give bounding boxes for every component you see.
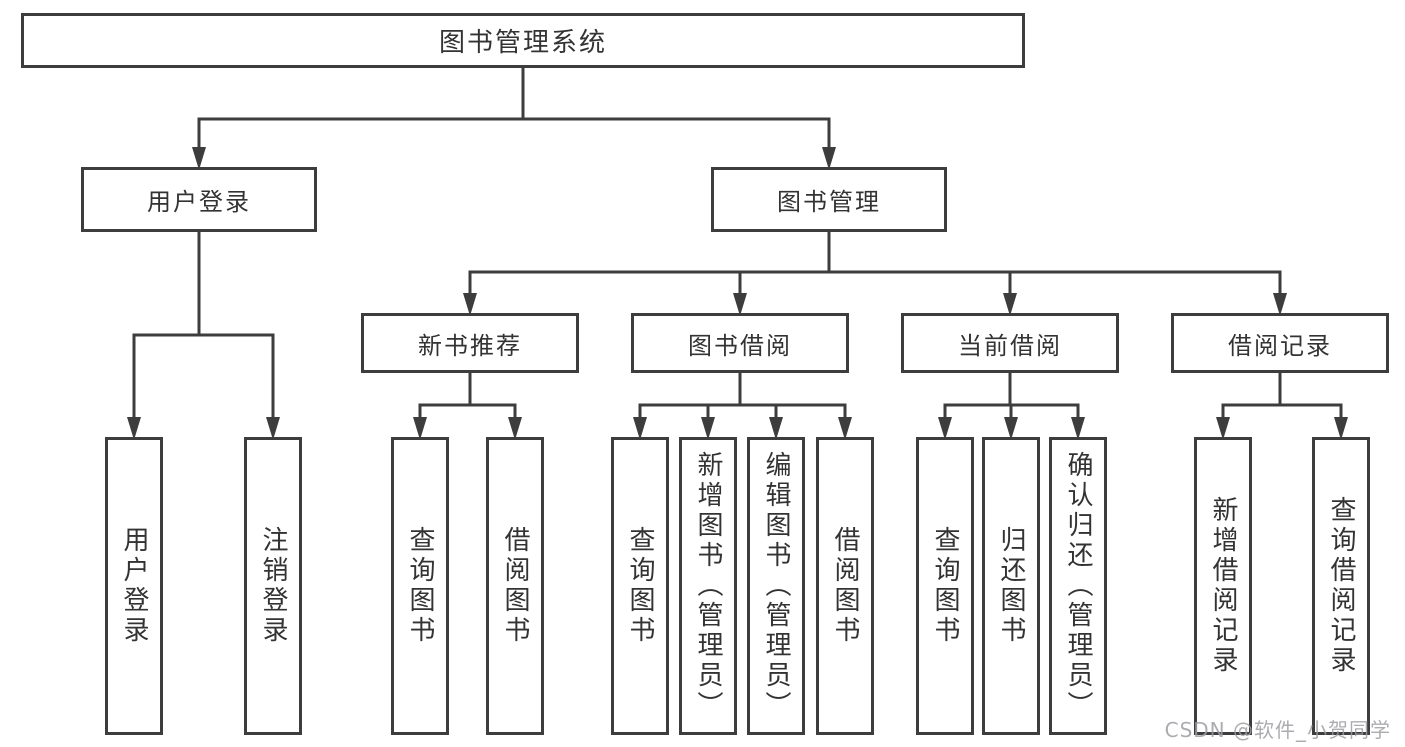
leaf-query-borrow-record-label: 查询借阅记录 (1326, 496, 1356, 676)
watermark: CSDN @软件_小贺同学 (1164, 718, 1391, 742)
leaf-query-borrow-record: 查询借阅记录 (1312, 437, 1370, 735)
leaf-edit-books-admin-label: 编辑图书（管理员） (761, 451, 791, 721)
node-borrow-records-label: 借阅记录 (1228, 331, 1332, 360)
leaf-query-books-1-label: 查询图书 (405, 526, 435, 646)
leaf-return-books-label: 归还图书 (996, 526, 1026, 646)
arrowheads (127, 147, 1348, 440)
node-new-book-rec-label: 新书推荐 (418, 331, 522, 360)
branch-root-to-level2 (197, 66, 831, 154)
node-current-borrow: 当前借阅 (901, 313, 1119, 373)
node-user-login-label: 用户登录 (147, 188, 251, 216)
leaf-return-books: 归还图书 (982, 437, 1040, 735)
node-book-mgmt-label: 图书管理 (777, 188, 881, 216)
node-borrow-records: 借阅记录 (1171, 313, 1389, 373)
branch-user-login (132, 230, 275, 422)
node-root-label: 图书管理系统 (438, 28, 607, 58)
leaf-add-books-admin: 新增图书（管理员） (679, 437, 737, 735)
leaf-query-books-3-label: 查询图书 (930, 526, 960, 646)
leaf-query-books-1: 查询图书 (391, 437, 449, 735)
leaf-user-login-label: 用户登录 (119, 526, 149, 646)
leaf-query-books-2: 查询图书 (611, 437, 669, 735)
node-book-mgmt: 图书管理 (711, 167, 947, 232)
leaf-query-books-2-label: 查询图书 (625, 526, 655, 646)
node-new-book-rec: 新书推荐 (361, 313, 579, 373)
leaf-edit-books-admin: 编辑图书（管理员） (747, 437, 805, 735)
leaf-borrow-books-1-label: 借阅图书 (500, 526, 530, 646)
leaf-add-borrow-record-label: 新增借阅记录 (1208, 496, 1238, 676)
leaf-confirm-return-admin-label: 确认归还（管理员） (1063, 451, 1093, 721)
leaf-add-books-admin-label: 新增图书（管理员） (693, 451, 723, 721)
leaf-query-books-3: 查询图书 (916, 437, 974, 735)
leaf-borrow-books-2: 借阅图书 (816, 437, 874, 735)
branch-current-borrow (943, 371, 1080, 423)
node-user-login: 用户登录 (81, 167, 317, 232)
branch-new-book-rec (418, 371, 517, 423)
leaf-logout-label: 注销登录 (258, 526, 288, 646)
leaf-logout: 注销登录 (244, 437, 302, 735)
leaf-borrow-books-2-label: 借阅图书 (830, 526, 860, 646)
branch-book-borrow (638, 371, 847, 423)
node-book-borrow: 图书借阅 (631, 313, 849, 373)
branch-book-mgmt (468, 230, 1282, 299)
leaf-confirm-return-admin: 确认归还（管理员） (1049, 437, 1107, 735)
branch-borrow-records (1221, 371, 1343, 423)
leaf-borrow-books-1: 借阅图书 (486, 437, 544, 735)
node-current-borrow-label: 当前借阅 (958, 331, 1062, 360)
node-root: 图书管理系统 (21, 13, 1025, 68)
leaf-user-login: 用户登录 (105, 437, 163, 735)
node-book-borrow-label: 图书借阅 (688, 331, 792, 360)
leaf-add-borrow-record: 新增借阅记录 (1194, 437, 1252, 735)
